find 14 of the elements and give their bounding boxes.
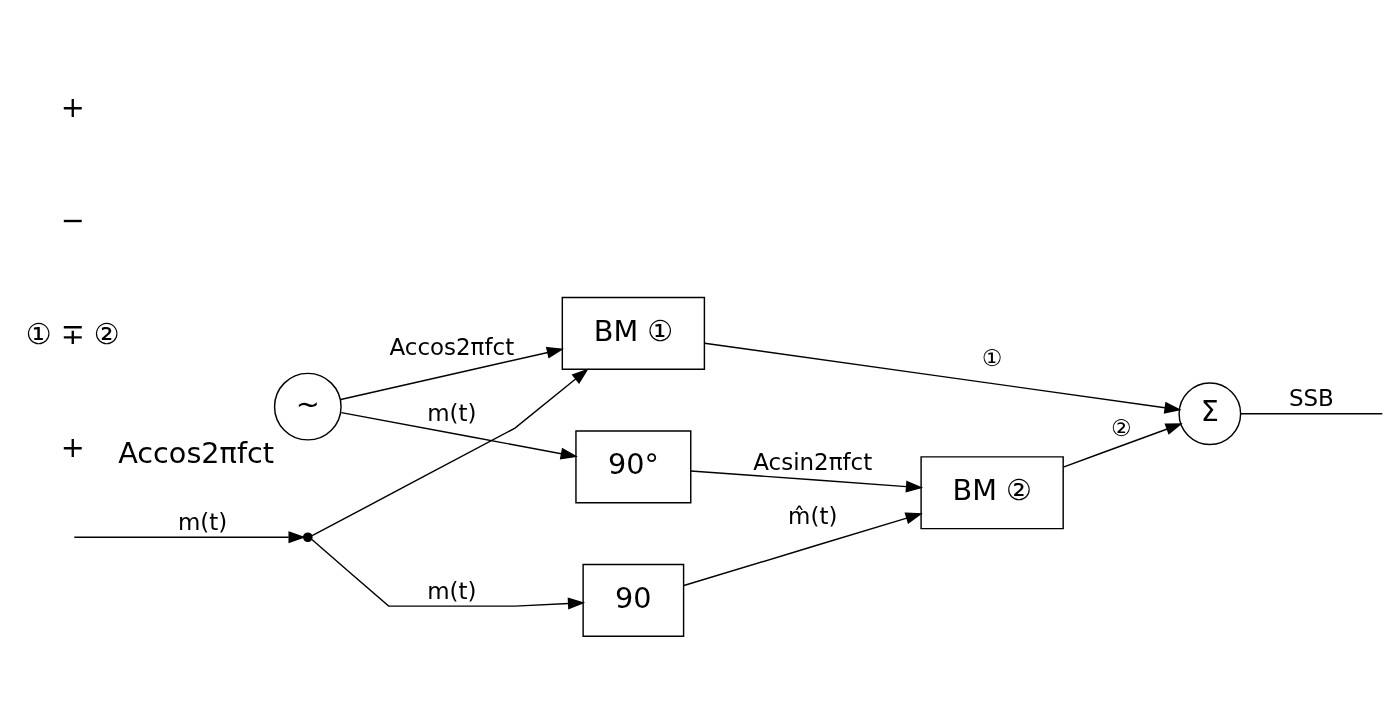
edge-label: m̂(t) bbox=[788, 503, 838, 530]
edge-label: ② bbox=[1111, 415, 1132, 442]
node-label: Accos2πfct bbox=[118, 436, 275, 471]
edge-label: m(t) bbox=[427, 577, 477, 604]
edge-label: Acsin2πfct bbox=[753, 448, 873, 475]
edge-label: m(t) bbox=[177, 508, 228, 535]
label: ① ∓ ② bbox=[25, 316, 120, 351]
edge-label: SSB bbox=[1288, 385, 1334, 412]
label: + bbox=[60, 89, 85, 124]
label: + bbox=[60, 429, 85, 464]
edge-label: ① bbox=[981, 345, 1003, 372]
edge-label: m(t) bbox=[427, 399, 477, 426]
label: − bbox=[60, 203, 85, 238]
edge-label: Accos2πfct bbox=[389, 333, 515, 360]
